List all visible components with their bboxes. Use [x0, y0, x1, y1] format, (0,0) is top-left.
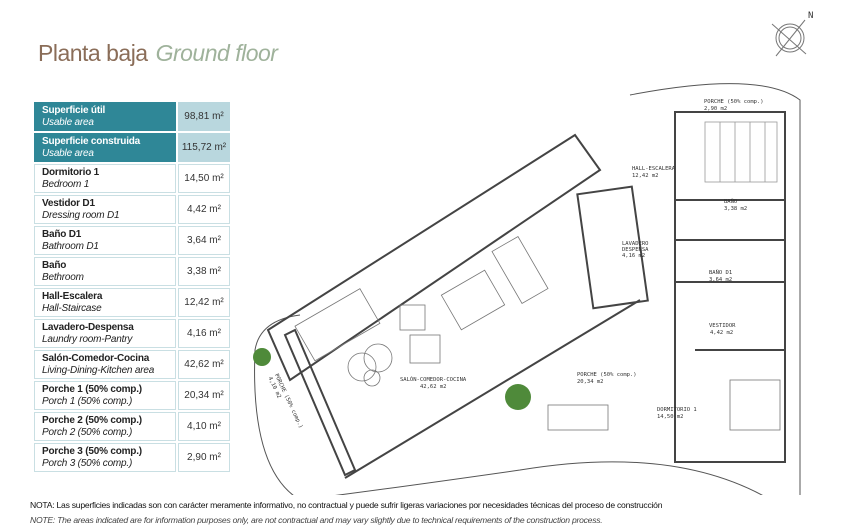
area-value: 20,34 m² [178, 381, 230, 410]
compass-icon: N [771, 11, 813, 57]
area-row: Porche 2 (50% comp.)Porch 2 (50% comp.)4… [34, 412, 232, 441]
area-name-es: Superficie construida [42, 136, 141, 147]
area-label: Porche 1 (50% comp.)Porch 1 (50% comp.) [34, 381, 176, 410]
room-area: 3,38 m2 [724, 206, 747, 212]
note-en: NOTE: The areas indicated are for inform… [30, 515, 603, 525]
floor-plan: N PORCHE (50% comp.) 2,90 m2 HALL-ESCALE… [253, 11, 813, 495]
room-area: 42,62 m2 [420, 384, 447, 390]
stairs [704, 121, 778, 183]
room-label: PORCHE (50% comp.) [577, 372, 637, 378]
area-name-en: Usable area [42, 117, 94, 128]
room-label: BAÑO [724, 198, 737, 205]
area-value: 4,16 m² [178, 319, 230, 348]
area-label: Porche 2 (50% comp.)Porch 2 (50% comp.) [34, 412, 176, 441]
area-name-en: Dressing room D1 [42, 210, 120, 221]
area-name-en: Laundry room-Pantry [42, 334, 133, 345]
area-value: 4,10 m² [178, 412, 230, 441]
room-area: 20,34 m2 [577, 379, 604, 385]
area-name-en: Bethroom [42, 272, 84, 283]
room-area: 4,42 m2 [710, 330, 733, 336]
area-value: 2,90 m² [178, 443, 230, 472]
area-value: 3,38 m² [178, 257, 230, 286]
site-outline [254, 83, 801, 495]
area-row: Porche 1 (50% comp.)Porch 1 (50% comp.)2… [34, 381, 232, 410]
area-name-es: Baño [42, 260, 67, 271]
room-area: 3,64 m2 [709, 277, 732, 283]
walls [266, 111, 786, 479]
area-value: 3,64 m² [178, 226, 230, 255]
room-area: 4,16 m2 [622, 253, 645, 259]
area-row: Porche 3 (50% comp.)Porch 3 (50% comp.)2… [34, 443, 232, 472]
area-name-en: Living-Dining-Kitchen area [42, 365, 155, 376]
furniture [294, 235, 781, 431]
area-name-es: Salón-Comedor-Cocina [42, 353, 150, 364]
room-label: PORCHE (50% comp.) [273, 373, 304, 430]
room-area: 12,42 m2 [632, 173, 659, 179]
area-value: 4,42 m² [178, 195, 230, 224]
room-area: 2,90 m2 [704, 106, 727, 112]
room-label: LAVADERO [622, 241, 649, 247]
room-label: HALL-ESCALERA [632, 166, 676, 172]
area-name-es: Porche 3 (50% comp.) [42, 446, 142, 457]
title-es: Planta baja [38, 40, 148, 66]
area-value: 115,72 m² [178, 133, 230, 162]
area-name-en: Bathroom D1 [42, 241, 99, 252]
area-name-es: Vestidor D1 [42, 198, 95, 209]
area-label: Porche 3 (50% comp.)Porch 3 (50% comp.) [34, 443, 176, 472]
area-value: 42,62 m² [178, 350, 230, 379]
area-name-es: Porche 1 (50% comp.) [42, 384, 142, 395]
area-name-en: Porch 2 (50% comp.) [42, 427, 133, 438]
area-name-es: Dormitorio 1 [42, 167, 100, 178]
area-name-es: Hall-Escalera [42, 291, 103, 302]
area-name-en: Porch 3 (50% comp.) [42, 458, 133, 469]
area-value: 14,50 m² [178, 164, 230, 193]
room-label: VESTIDOR [709, 323, 736, 329]
area-name-en: Usable area [42, 148, 94, 159]
area-value: 98,81 m² [178, 102, 230, 131]
page-title: Planta baja Ground floor [38, 40, 278, 67]
area-name-es: Lavadero-Despensa [42, 322, 134, 333]
room-label: BAÑO D1 [709, 269, 732, 276]
room-label: DESPENSA [622, 247, 649, 253]
room-label: DORMITORIO 1 [657, 407, 697, 413]
note-es: NOTA: Las superficies indicadas son con … [30, 500, 663, 510]
compass-north-label: N [808, 11, 813, 21]
area-name-en: Porch 1 (50% comp.) [42, 396, 133, 407]
room-area: 14,50 m2 [657, 414, 684, 420]
area-name-en: Hall-Staircase [42, 303, 102, 314]
area-name-en: Bedroom 1 [42, 179, 90, 190]
room-label: SALÓN-COMEDOR-COCINA [400, 376, 467, 383]
room-label: PORCHE (50% comp.) [704, 99, 764, 105]
area-name-es: Baño D1 [42, 229, 82, 240]
area-value: 12,42 m² [178, 288, 230, 317]
tree-icon [253, 348, 531, 410]
area-name-es: Superficie útil [42, 105, 106, 116]
title-en: Ground floor [155, 40, 278, 66]
area-name-es: Porche 2 (50% comp.) [42, 415, 142, 426]
